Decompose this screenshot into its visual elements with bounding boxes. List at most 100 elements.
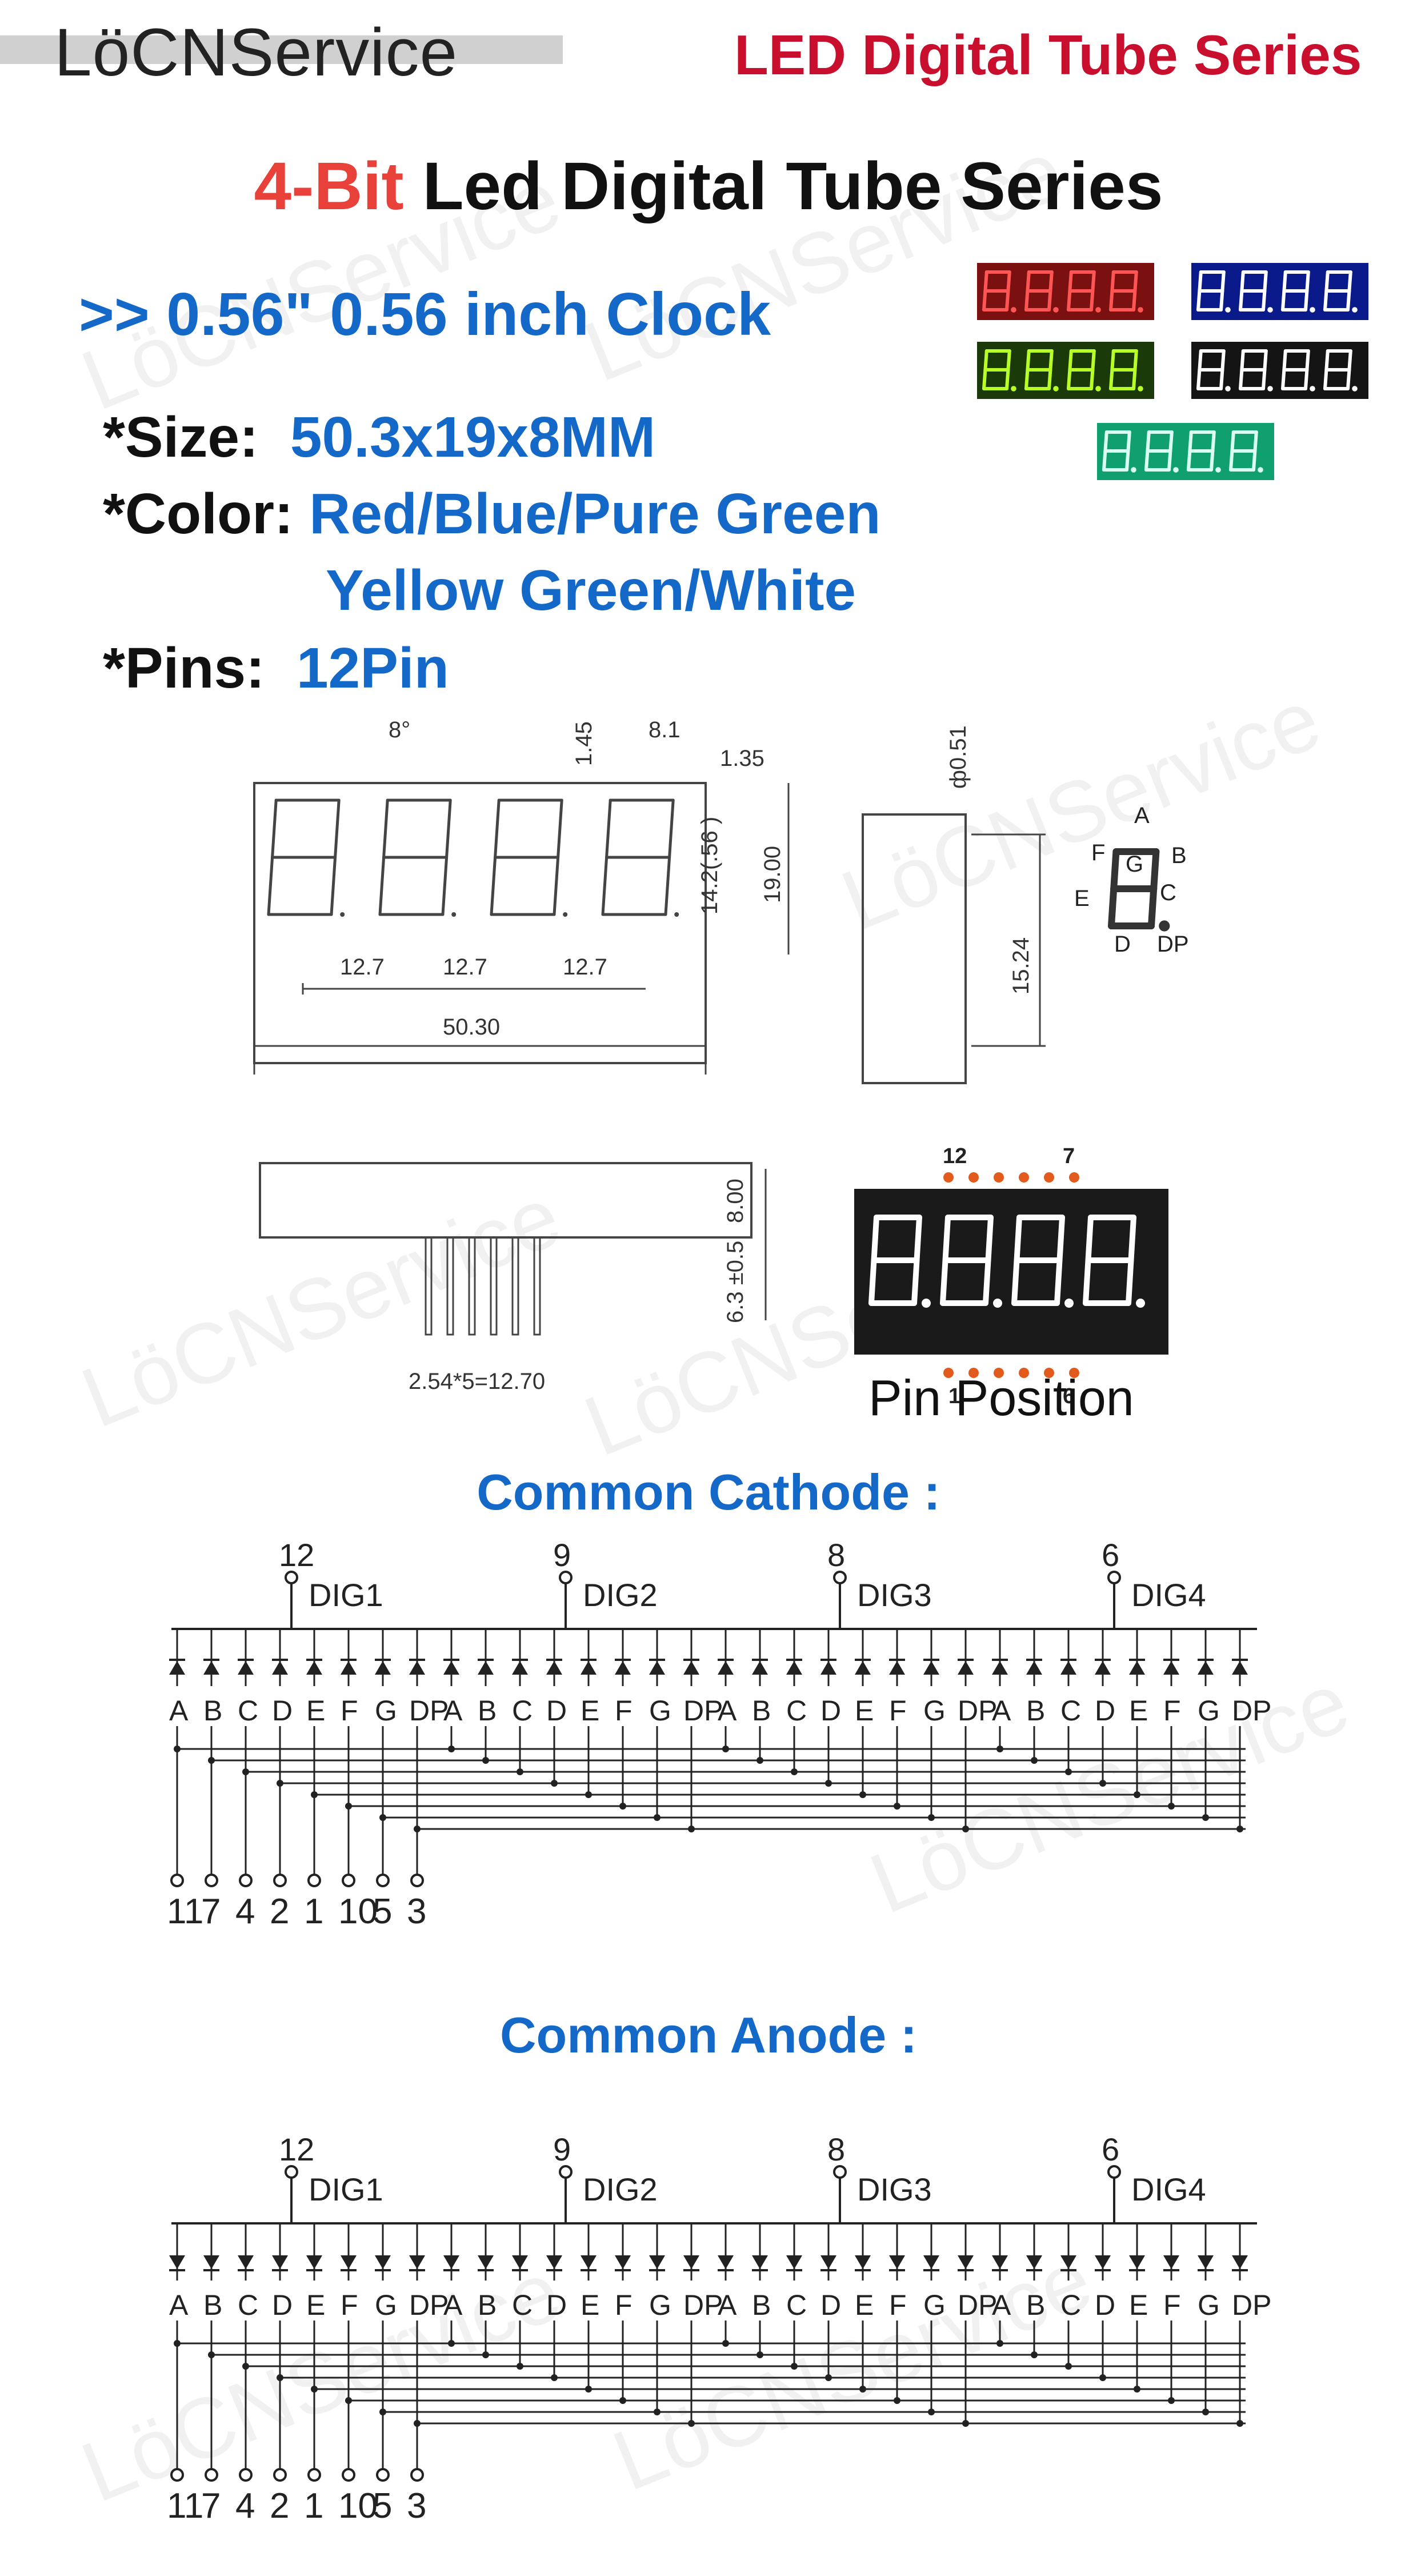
pin-1-label: 1 xyxy=(948,1384,960,1408)
pin-dot xyxy=(943,1172,954,1183)
diode xyxy=(512,2255,528,2269)
common-cathode-heading: Common Cathode : xyxy=(477,1464,940,1520)
variant-digit xyxy=(1024,270,1059,313)
dim-12-7-c: 12.7 xyxy=(563,954,607,980)
output-terminal xyxy=(410,2468,424,2482)
variant-digit xyxy=(1109,270,1143,313)
diode xyxy=(1232,1661,1248,1675)
diode xyxy=(683,2255,699,2269)
variant-digit xyxy=(1281,349,1315,392)
diode xyxy=(341,2255,357,2269)
digit-terminal xyxy=(285,1571,298,1584)
pin-lead xyxy=(425,1236,433,1336)
dim-19: 19.00 xyxy=(760,846,785,903)
segment-label: E xyxy=(581,2289,599,2321)
segment-label: A xyxy=(443,1695,463,1727)
digit-name-label: DIG4 xyxy=(1131,1577,1206,1613)
diode xyxy=(958,2255,974,2269)
spec-size: *Size: 50.3x19x8MM xyxy=(103,405,655,470)
variant-digit xyxy=(1323,270,1358,313)
dim-12-7-b: 12.7 xyxy=(443,954,487,980)
segment-label: B xyxy=(1171,843,1187,868)
segment-label: G xyxy=(923,1695,946,1727)
digit-terminal xyxy=(833,1571,847,1584)
segment-label: G xyxy=(1126,852,1143,877)
front-digit xyxy=(490,798,568,917)
diode xyxy=(443,1661,459,1675)
pin-6-label: 6 xyxy=(1063,1384,1075,1408)
page-title: 4-Bit Led Digital Tube Series xyxy=(0,147,1417,225)
diode xyxy=(375,1661,391,1675)
diode xyxy=(992,1661,1008,1675)
output-terminal xyxy=(170,1874,184,1887)
spec-color-value-1: Red/Blue/Pure Green xyxy=(309,482,881,546)
diode xyxy=(1163,2255,1179,2269)
digit-terminal xyxy=(285,2165,298,2179)
digit-pin-label: 12 xyxy=(279,2131,314,2167)
output-terminal xyxy=(342,2468,355,2482)
spec-pins: *Pins: 12Pin xyxy=(103,636,449,701)
segment-label: G xyxy=(1198,2289,1220,2321)
dim-1-35: 1.35 xyxy=(720,746,764,771)
digit-name-label: DIG2 xyxy=(583,2171,658,2207)
output-terminal xyxy=(239,2468,253,2482)
brand-logo: LöCNService xyxy=(54,15,458,90)
segment-pin-label: 2 xyxy=(270,2486,289,2526)
digit-name-label: DIG1 xyxy=(309,1577,383,1613)
segment-label: DP xyxy=(958,2289,997,2321)
pin-12-label: 12 xyxy=(943,1144,967,1168)
output-terminal xyxy=(307,1874,321,1887)
segment-label: G xyxy=(375,2289,397,2321)
segment-label: D xyxy=(272,1695,293,1727)
led-variant-4 xyxy=(1191,342,1368,399)
module-body xyxy=(854,1189,1168,1355)
variant-digit xyxy=(982,270,1016,313)
title-accent: 4-Bit xyxy=(254,149,404,224)
segment-label: C xyxy=(786,1695,807,1727)
diode xyxy=(923,1661,939,1675)
segment-pin-label: 10 xyxy=(338,1892,378,1931)
dim-50-30: 50.30 xyxy=(443,1015,500,1040)
diode xyxy=(1095,1661,1111,1675)
pin-lead xyxy=(468,1236,476,1336)
diode xyxy=(820,2255,836,2269)
variant-digit xyxy=(1196,270,1231,313)
pin-7-label: 7 xyxy=(1063,1144,1075,1168)
diode xyxy=(272,1661,288,1675)
bottom-pins xyxy=(425,1236,541,1336)
segment-label: D xyxy=(546,2289,567,2321)
led-variant-1 xyxy=(977,263,1154,320)
segment-label: F xyxy=(615,2289,633,2321)
segment-pin-label: 11 xyxy=(167,1892,203,1931)
diode xyxy=(1060,1661,1076,1675)
segment-label: D xyxy=(1114,932,1131,957)
segment-pin-label: 3 xyxy=(407,1892,426,1931)
segment-label: A xyxy=(443,2289,463,2321)
module-digit xyxy=(868,1215,931,1308)
diode xyxy=(306,1661,322,1675)
diode xyxy=(238,2255,254,2269)
diode xyxy=(409,1661,425,1675)
diode xyxy=(752,2255,768,2269)
output-terminal xyxy=(376,1874,390,1887)
pin-dot xyxy=(1044,1172,1054,1183)
segment-label: E xyxy=(581,1695,599,1727)
front-digits xyxy=(267,798,679,917)
segment-pin-label: 1 xyxy=(304,1892,323,1931)
variant-digit xyxy=(1196,349,1231,392)
segment-label: E xyxy=(1129,2289,1148,2321)
segment-label: E xyxy=(855,1695,874,1727)
diode xyxy=(512,1661,528,1675)
segment-label: B xyxy=(752,2289,771,2321)
diode xyxy=(718,2255,734,2269)
segment-label: E xyxy=(306,1695,325,1727)
diode xyxy=(958,1661,974,1675)
led-variant-2 xyxy=(1191,263,1368,320)
pin-lead xyxy=(533,1236,541,1336)
digit-pin-label: 8 xyxy=(827,2131,845,2167)
dim-8-1: 8.1 xyxy=(649,717,681,742)
segment-label: B xyxy=(1026,1695,1045,1727)
pin-dot xyxy=(968,1172,979,1183)
pin-dot xyxy=(943,1368,954,1378)
segment-pin-label: 7 xyxy=(201,2486,221,2526)
